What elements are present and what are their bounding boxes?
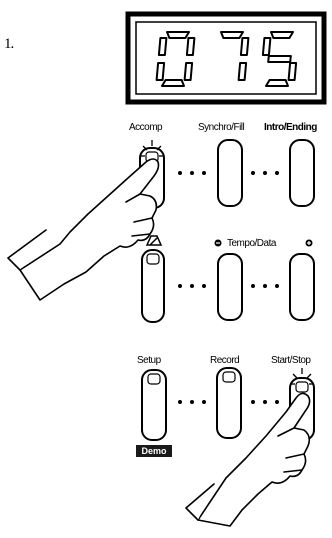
digit-segment	[161, 79, 185, 87]
pointing-hand-icon	[7, 158, 160, 301]
display-digit	[220, 31, 250, 81]
row2-dots	[178, 284, 279, 288]
plus-icon	[305, 239, 313, 247]
step-marker: 1.	[4, 36, 14, 52]
tempo-data-label: Tempo/Data	[227, 238, 276, 249]
display-digits	[155, 31, 298, 87]
digit-segment	[157, 37, 168, 56]
tempo-down-button[interactable]	[217, 253, 243, 321]
metronome-button[interactable]	[141, 249, 165, 323]
intro-ending-label: Intro/Ending	[264, 122, 317, 133]
row3-dots	[178, 400, 279, 404]
metronome-icon	[145, 235, 163, 246]
tempo-up-button[interactable]	[289, 253, 315, 321]
digit-segment	[270, 31, 294, 39]
digit-segment	[155, 62, 166, 81]
digit-segment	[239, 37, 250, 56]
minus-icon	[214, 239, 222, 247]
row1-dots	[178, 171, 279, 175]
display-digit	[155, 31, 196, 87]
digit-segment	[237, 62, 248, 81]
pointing-hand-icon	[185, 392, 311, 527]
digit-segment	[185, 37, 196, 56]
digit-segment	[265, 79, 289, 87]
setup-button[interactable]	[141, 369, 167, 441]
record-button[interactable]	[216, 367, 242, 439]
digit-segment	[166, 31, 190, 39]
synchro-fill-button[interactable]	[217, 139, 243, 207]
display-digit	[261, 31, 298, 87]
setup-label: Setup	[137, 355, 161, 366]
digit-segment	[287, 62, 298, 81]
start-stop-label: Start/Stop	[271, 355, 311, 366]
accomp-label: Accomp	[129, 122, 163, 133]
intro-ending-button[interactable]	[289, 139, 315, 207]
lit-led-icon	[290, 368, 314, 385]
led-display	[125, 11, 327, 105]
digit-segment	[220, 31, 244, 39]
synchro-fill-label: Synchro/Fill	[198, 122, 245, 133]
digit-segment	[183, 62, 194, 81]
demo-label: Demo	[136, 445, 172, 457]
record-label: Record	[210, 355, 240, 366]
lit-led-icon	[140, 140, 164, 157]
